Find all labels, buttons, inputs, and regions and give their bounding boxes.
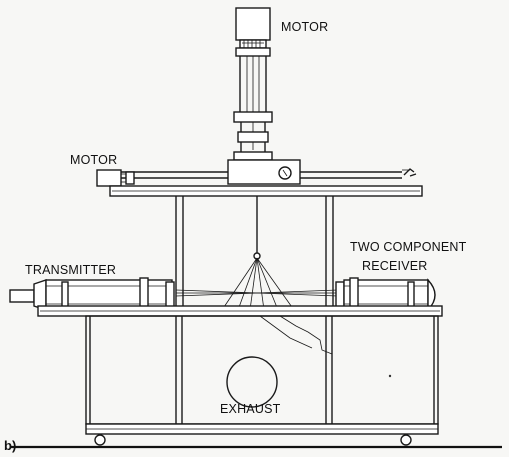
horizontal-rail — [120, 168, 417, 179]
top-motor — [235, 7, 271, 49]
left-motor — [96, 169, 135, 187]
label-exhaust: EXHAUST — [220, 402, 281, 416]
label-receiver-line2: RECEIVER — [362, 259, 428, 273]
label-motor-top: MOTOR — [281, 20, 328, 34]
traverse-carriage — [227, 159, 301, 185]
transmitter — [9, 277, 175, 313]
table-deck — [37, 305, 443, 317]
label-motor-left: MOTOR — [70, 153, 117, 167]
top-platform — [109, 185, 423, 197]
label-receiver-line1: TWO COMPONENT — [350, 240, 467, 254]
lower-cabinet — [85, 315, 439, 425]
label-transmitter: TRANSMITTER — [25, 263, 116, 277]
label-panel: b) — [4, 438, 16, 453]
base-frame — [10, 423, 502, 449]
probe-and-beams — [175, 196, 339, 311]
receiver — [335, 277, 436, 313]
support-posts — [175, 196, 334, 306]
vertical-column — [233, 47, 273, 161]
